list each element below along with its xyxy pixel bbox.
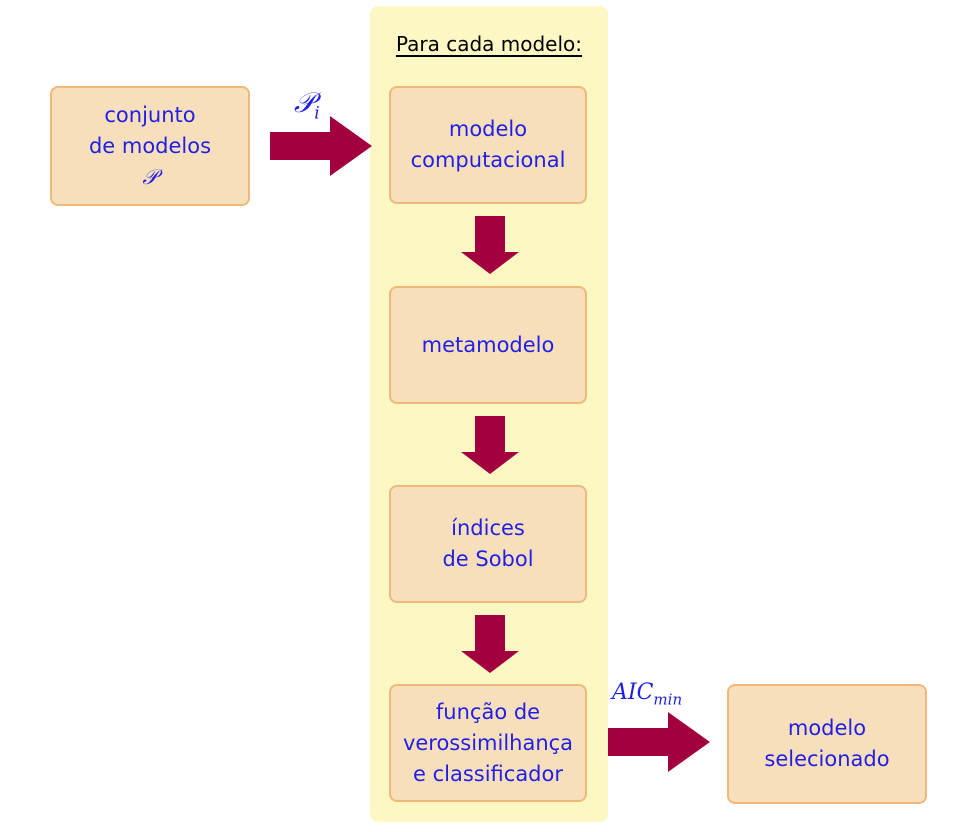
output-box-line1: modelo — [787, 716, 867, 740]
step-box-likelihood: função de verossimilhança e classificado… — [389, 684, 587, 802]
output-box-line2: selecionado — [764, 747, 890, 771]
output-selected-model-box: modelo selecionado — [727, 684, 927, 804]
step3-line1: índices — [451, 516, 525, 540]
arrow-input-to-model — [270, 116, 372, 176]
step-box-metamodel: metamodelo — [389, 286, 587, 404]
input-box-line1: conjunto — [104, 102, 196, 127]
input-box-line2: de modelos — [88, 133, 212, 158]
arrow-model-to-metamodel — [461, 216, 519, 274]
input-arrow-label: 𝒫i — [294, 86, 320, 124]
output-arrow-label: AICmin — [612, 680, 682, 708]
step-box-computational-model: modelo computacional — [389, 86, 587, 204]
output-arrow-label-main: AIC — [612, 680, 654, 705]
arrow-likelihood-to-selected — [608, 712, 710, 772]
input-arrow-label-main: 𝒫 — [294, 86, 315, 119]
input-arrow-label-sub: i — [314, 103, 320, 124]
input-box-symbol: 𝒫 — [142, 164, 158, 189]
output-arrow-label-sub: min — [653, 690, 683, 709]
step4-line2: verossimilhança — [402, 730, 574, 755]
step2-line1: metamodelo — [421, 332, 555, 357]
step4-line1: função de — [435, 699, 541, 724]
step-box-sobol-indices: índices de Sobol — [389, 485, 587, 603]
arrow-metamodel-to-sobol — [461, 416, 519, 474]
arrow-sobol-to-likelihood — [461, 615, 519, 673]
step3-line2: de Sobol — [442, 547, 534, 571]
step4-line3: e classificador — [412, 761, 563, 786]
step1-line1: modelo — [448, 117, 528, 141]
input-models-box: conjunto de modelos 𝒫 — [50, 86, 250, 206]
panel-title: Para cada modelo: — [395, 32, 583, 56]
step1-line2: computacional — [410, 148, 566, 172]
